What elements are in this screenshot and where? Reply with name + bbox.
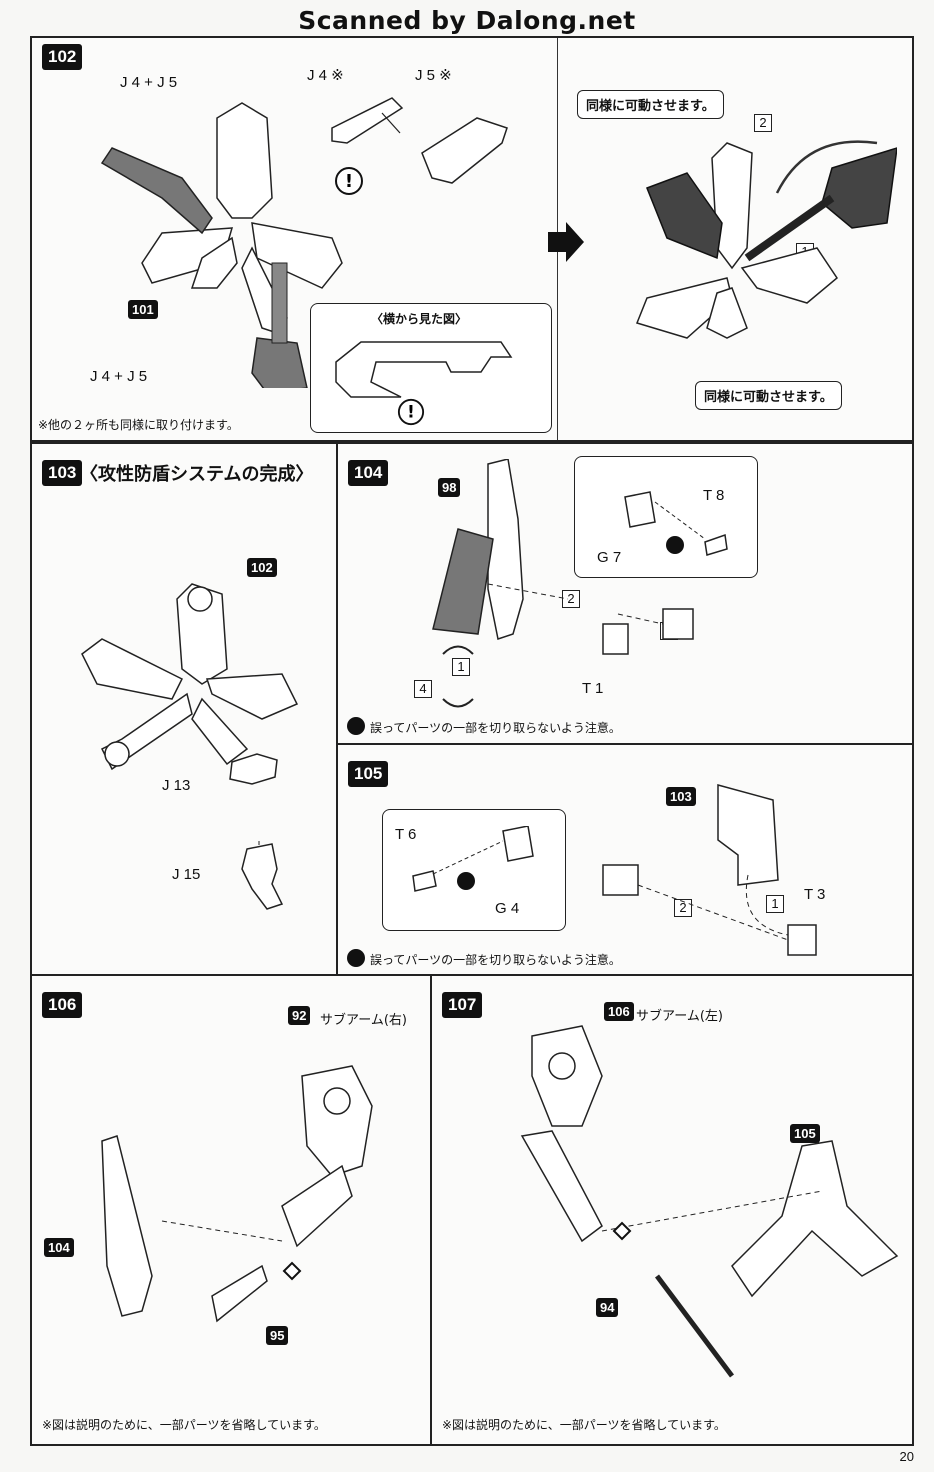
arm-assembly-illustration (432, 459, 694, 708)
part-label: J 5 ※ (415, 67, 452, 84)
part-number-tag: 106 (604, 1002, 634, 1021)
step-106-panel: 106 92 サブアーム(右) 104 95 ※図は説明のために、一部パーツを省… (30, 974, 432, 1446)
assembly-105-illustration (602, 784, 817, 956)
inset-title: 〈横から見た図〉 (371, 312, 468, 326)
step-104-panel: 104 98 T 8 G 7 T 1 2 3 1 4 誤ってパーツの一部を切り取… (336, 442, 914, 745)
sequence-number: 1 (452, 658, 470, 676)
detail-inset: T 6 G 4 (382, 809, 566, 931)
part-number-tag: 94 (596, 1298, 619, 1317)
side-view-inset: 〈横から見た図〉 ! (310, 303, 552, 433)
part-number-tag: 98 (438, 478, 461, 497)
step-number: 106 (42, 992, 83, 1018)
step-number: 103 (42, 460, 83, 486)
part-number-tag: 102 (247, 558, 277, 577)
step-103-panel: 103 〈攻性防盾システムの完成〉 102 J 13 J 15 (30, 442, 338, 976)
sequence-number: 1 (766, 895, 784, 913)
part-label: G 4 (495, 900, 520, 917)
cutter-caution-icon (347, 949, 365, 967)
rotated-assembly-illustration (635, 140, 897, 339)
part-label: G 7 (597, 549, 622, 566)
cutter-caution-icon (347, 717, 365, 735)
part-number-tag: 92 (288, 1006, 311, 1025)
caution-note: 誤ってパーツの一部を切り取らないよう注意。 (370, 953, 621, 967)
part-label: J 4 + J 5 (90, 368, 148, 385)
part-label: T 8 (703, 487, 725, 504)
parts-g7-t8-illustration (624, 491, 728, 556)
step-note: ※他の２ヶ所も同様に取り付けます。 (38, 418, 239, 432)
step-105-panel: 105 T 6 G 4 103 T 3 2 1 誤ってパーツの一部を切り取らない… (336, 743, 914, 976)
detail-inset: T 8 G 7 (574, 456, 758, 578)
step-note: ※図は説明のために、一部パーツを省略しています。 (442, 1418, 726, 1432)
shield-assembly-illustration (100, 102, 343, 388)
step-number: 102 (42, 44, 83, 70)
sub-arm-left-illustration (520, 1025, 899, 1378)
caution-icon: ! (335, 167, 363, 195)
step-107-panel: 107 106 サブアーム(左) 105 94 ※図は説明のために、一部パーツを… (430, 974, 914, 1446)
completed-shield-illustration (81, 583, 299, 771)
step-number: 104 (348, 460, 389, 486)
part-number-tag: 103 (666, 787, 696, 806)
page-number: 20 (899, 1449, 914, 1464)
part-j4-illustration (331, 97, 404, 144)
part-label: J 13 (162, 777, 191, 794)
part-j5-illustration (421, 117, 508, 184)
caution-note: 誤ってパーツの一部を切り取らないよう注意。 (370, 721, 621, 735)
sub-arm-label: サブアーム(右) (320, 1013, 407, 1028)
svg-text:!: ! (345, 171, 353, 192)
sequence-number: 2 (674, 899, 692, 917)
part-label: J 15 (172, 866, 201, 883)
part-label: J 4 ※ (307, 67, 344, 84)
part-label: T 1 (582, 680, 604, 697)
sequence-number: 2 (562, 590, 580, 608)
svg-text:!: ! (407, 402, 415, 422)
step-number: 107 (442, 992, 483, 1018)
part-label: T 6 (395, 826, 417, 843)
step-title: 〈攻性防盾システムの完成〉 (80, 464, 314, 485)
next-arrow-icon (548, 222, 584, 262)
side-view-part-illustration (335, 341, 513, 398)
part-j15-illustration (241, 839, 284, 910)
part-j13-illustration (229, 753, 278, 785)
step-102-panel: 102 J 4 + J 5 J 4 ※ J 5 ※ 101 J 4 + J 5 … (30, 36, 914, 442)
parts-t6-g4-illustration (412, 826, 534, 892)
step-number: 105 (348, 761, 389, 787)
part-number-tag: 95 (266, 1326, 289, 1345)
sequence-number: 2 (754, 114, 772, 132)
part-number-tag: 101 (128, 300, 158, 319)
part-number-tag: 105 (790, 1124, 820, 1143)
part-number-tag: 104 (44, 1238, 74, 1257)
sequence-number: 4 (414, 680, 432, 698)
callout-bottom: 同様に可動させます。 (695, 381, 842, 410)
sub-arm-right-illustration (101, 1065, 373, 1323)
part-label: J 4 + J 5 (120, 74, 178, 91)
part-label: T 3 (804, 886, 826, 903)
sub-arm-label: サブアーム(左) (636, 1009, 723, 1024)
scan-watermark: Scanned by Dalong.net (298, 6, 636, 35)
caution-icon: ! (397, 398, 425, 426)
callout-top: 同様に可動させます。 (577, 90, 724, 119)
step-note: ※図は説明のために、一部パーツを省略しています。 (42, 1418, 326, 1432)
